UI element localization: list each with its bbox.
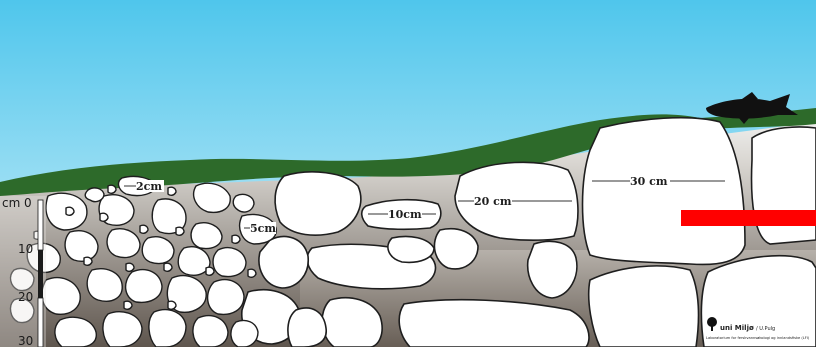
depth-tick-30: 30 [18,334,33,347]
logo-name: uni Miljø [720,324,754,332]
red-marker-bar [681,210,816,226]
depth-scale: cm 0 10 20 30 [0,196,46,347]
stone-large-left [275,172,361,235]
depth-scale-bar-dark [38,250,43,298]
label-2cm: 2cm [136,180,162,193]
label-5cm: 5cm [250,222,276,235]
logo-credit: / U.Pulg [756,326,775,332]
depth-scale-bar-light [38,200,43,250]
depth-tick-0: 0 [24,196,32,210]
depth-tick-20: 20 [18,290,33,304]
label-10cm: 10cm [388,208,422,221]
stone-logo [701,256,816,347]
label-20cm: 20 cm [474,195,512,208]
depth-unit: cm [2,196,20,210]
depth-scale-bar-light-2 [38,298,43,347]
stone-30cm [583,118,746,265]
logo-subtitle: Laboratorium for ferskvannsøkologi og in… [706,336,810,340]
depth-tick-10: 10 [18,242,33,256]
stone-right-edge [752,127,816,244]
label-30cm: 30 cm [630,175,668,188]
